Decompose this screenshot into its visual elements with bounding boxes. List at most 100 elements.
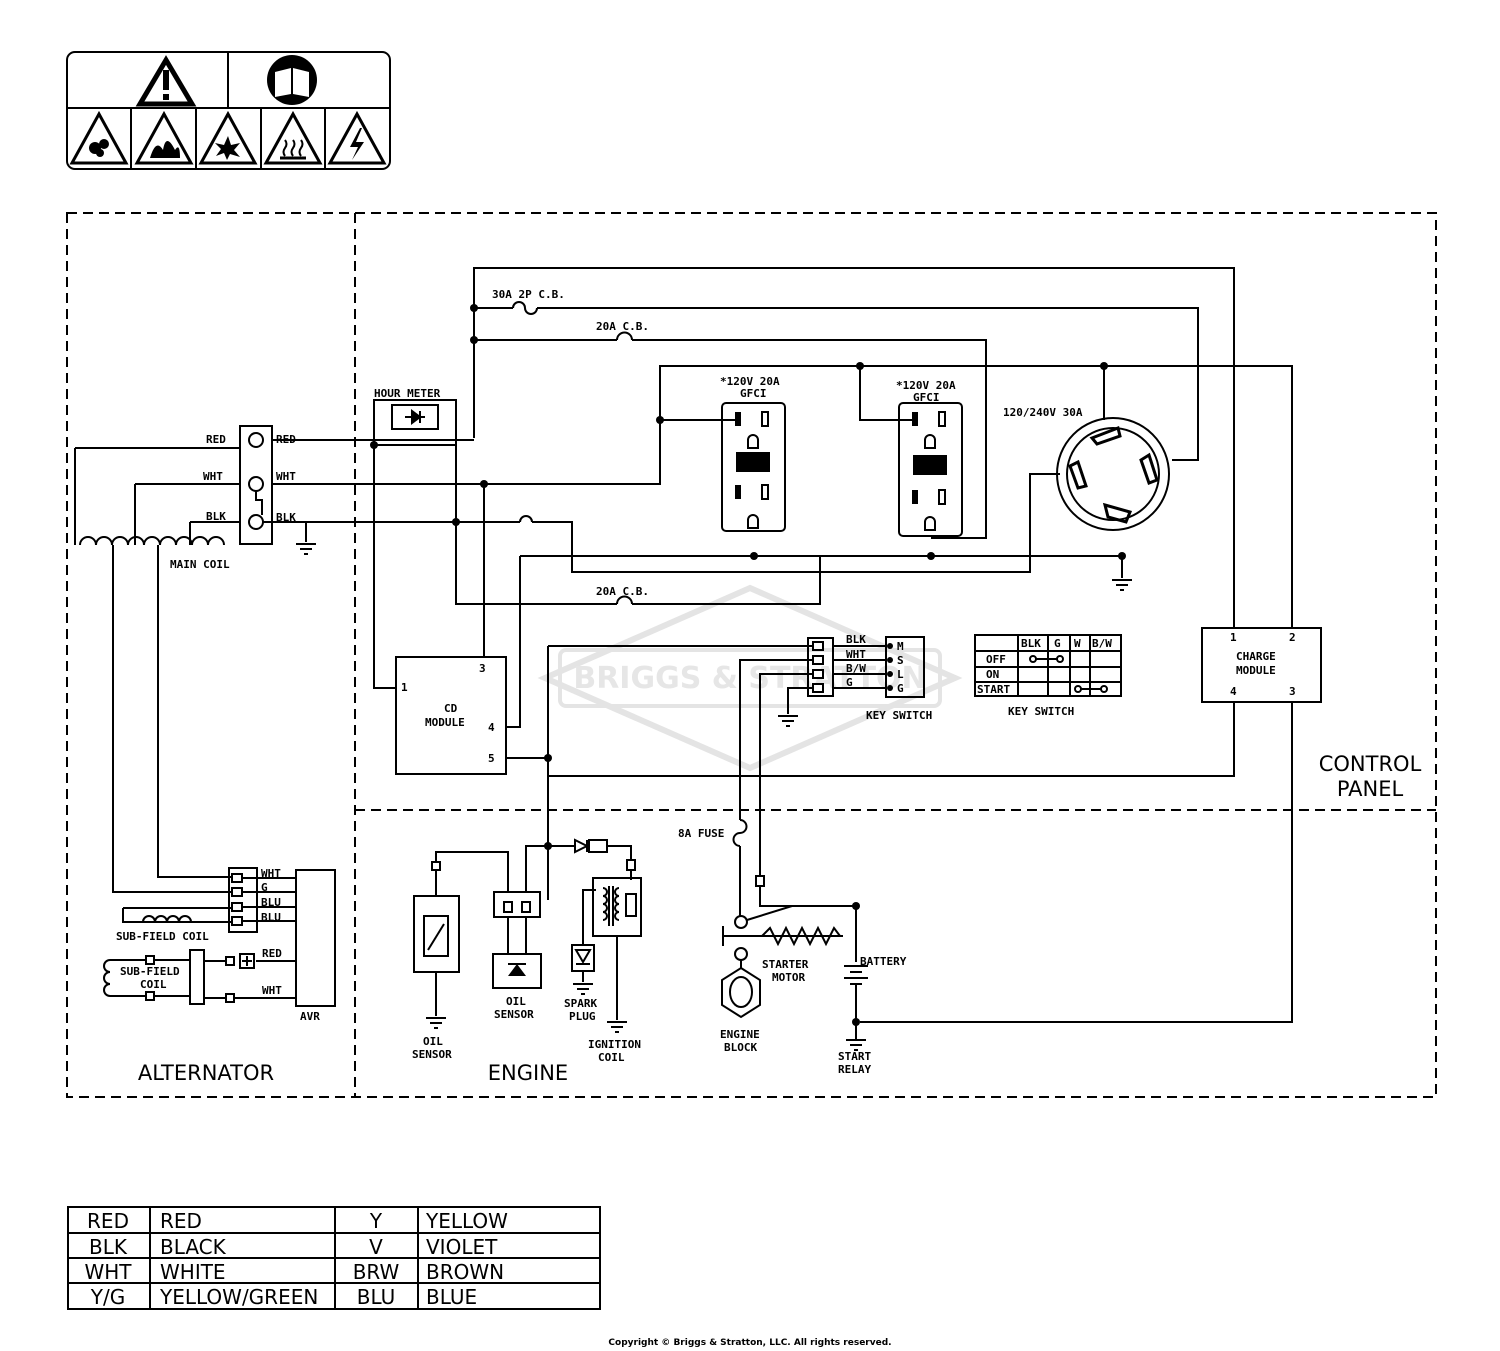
avr-g-label: G [261, 881, 268, 894]
cm-pin-2: 2 [1289, 631, 1296, 644]
key-switch [807, 636, 925, 698]
safety-icon-panel [66, 51, 391, 170]
spark-plug [548, 838, 636, 995]
twist-lock-outlet-30a [1056, 417, 1170, 531]
engine-block-label-2: BLOCK [724, 1041, 757, 1054]
blk-left-label: BLK [206, 510, 226, 523]
ks-table-header-blk: BLK [1021, 637, 1041, 650]
fuse-8a-label: 8A FUSE [678, 827, 724, 840]
legend-name: YELLOW [425, 1209, 508, 1233]
copyright: Copyright © Briggs & Stratton, LLC. All … [608, 1338, 891, 1348]
avr-label: AVR [300, 1010, 320, 1023]
avr-blu2-label: BLU [261, 911, 281, 924]
charge-module [1201, 627, 1322, 703]
legend-name: BLUE [426, 1285, 477, 1309]
battery [844, 906, 868, 1051]
gfci1-type: GFCI [740, 387, 767, 400]
sub-field-coil [103, 915, 255, 1005]
control-panel-label-1: CONTROL [1319, 752, 1422, 776]
ignition-coil-label-1: IGNITION [588, 1038, 641, 1051]
wht-right-label: WHT [276, 470, 296, 483]
gfci-outlet-2 [898, 402, 963, 537]
engine-block-label-1: ENGINE [720, 1028, 760, 1041]
cb-30a-2p-label: 30A 2P C.B. [492, 288, 565, 301]
terminal-block [239, 425, 273, 545]
ignition-coil-label-2: COIL [598, 1051, 625, 1064]
legend-code: Y [369, 1209, 383, 1233]
explosion-icon [198, 110, 258, 165]
ks-table-row-start: START [977, 683, 1010, 696]
legend-code: V [369, 1235, 383, 1259]
legend-code: BLU [357, 1285, 396, 1309]
battery-label: BATTERY [860, 955, 907, 968]
starter-motor-label-1: STARTER [762, 958, 809, 971]
cd-module-label-2: MODULE [425, 716, 465, 729]
legend-name: BLACK [160, 1235, 227, 1259]
ks-wht-label: WHT [846, 648, 866, 661]
charge-module-label-2: MODULE [1236, 664, 1276, 677]
alternator-section-label: ALTERNATOR [138, 1061, 274, 1085]
key-switch-table-label: KEY SWITCH [1008, 705, 1074, 718]
junctions [370, 304, 1126, 910]
control-panel-label-2: PANEL [1337, 777, 1404, 801]
toxic-fumes-icon [69, 110, 129, 165]
avr-wht2-label: WHT [262, 984, 282, 997]
ignition-coil [592, 877, 642, 1033]
key-switch-label: KEY SWITCH [866, 709, 932, 722]
oil-sensor-b-label-2: SENSOR [494, 1008, 534, 1021]
sub-field-coil-label-2b: COIL [140, 978, 167, 991]
legend-name: YELLOW/GREEN [159, 1285, 318, 1309]
ks-table-header-bw: B/W [1092, 637, 1112, 650]
legend-name: WHITE [160, 1260, 226, 1284]
cm-pin-1: 1 [1230, 631, 1237, 644]
hour-meter-label: HOUR METER [374, 387, 441, 400]
avr [228, 867, 336, 1007]
ks-l-terminal: L [897, 668, 904, 681]
start-relay-label-1: START [838, 1050, 871, 1063]
ks-s-terminal: S [897, 654, 904, 667]
wht-left-label: WHT [203, 470, 223, 483]
cb-20a-top-label: 20A C.B. [596, 320, 649, 333]
legend-name: RED [160, 1209, 202, 1233]
ks-g-label: G [846, 676, 853, 689]
starter-motor-label-2: MOTOR [772, 971, 805, 984]
legend-name: BROWN [426, 1260, 504, 1284]
main-coil [79, 536, 225, 546]
ground-icon [1112, 579, 1132, 591]
watermark-text: BRIGGS & STRATTON [573, 661, 926, 696]
legend-code: BLK [89, 1235, 128, 1259]
ks-m-terminal: M [897, 640, 904, 653]
engine-section-label: ENGINE [488, 1061, 568, 1085]
manual-icon [267, 55, 317, 105]
red-left-label: RED [206, 433, 226, 446]
avr-wht-label: WHT [261, 867, 281, 880]
shock-icon [327, 110, 387, 165]
cd-pin-1: 1 [401, 681, 408, 694]
sub-field-coil-label-2a: SUB-FIELD [120, 965, 180, 978]
spark-plug-label-1: SPARK [564, 997, 597, 1010]
cd-pin-5: 5 [488, 752, 495, 765]
avr-blu1-label: BLU [261, 896, 281, 909]
key-switch-table [974, 634, 1122, 697]
ks-table-header-w: W [1074, 637, 1081, 650]
cm-pin-3: 3 [1289, 685, 1296, 698]
briggs-watermark: BRIGGS & STRATTON [537, 584, 963, 772]
ks-g-terminal: G [897, 682, 904, 695]
legend-name: VIOLET [426, 1235, 498, 1259]
cd-pin-4: 4 [488, 721, 495, 734]
charge-module-label-1: CHARGE [1236, 650, 1276, 663]
ground-icon [778, 715, 798, 727]
gfci-outlet-1 [721, 402, 786, 532]
red-right-label: RED [276, 433, 296, 446]
ground-icon [296, 543, 316, 555]
legend-code: RED [87, 1209, 129, 1233]
fire-icon [134, 110, 194, 165]
main-coil-label: MAIN COIL [170, 558, 230, 571]
cd-module [395, 656, 507, 775]
oil-sensor-switch [413, 851, 509, 1029]
spark-plug-label-2: PLUG [569, 1010, 596, 1023]
outlet-30a-label: 120/240V 30A [1003, 406, 1083, 419]
color-legend: RED RED Y YELLOW BLK BLACK V VIOLET WHT … [67, 1206, 601, 1310]
cd-pin-3: 3 [479, 662, 486, 675]
